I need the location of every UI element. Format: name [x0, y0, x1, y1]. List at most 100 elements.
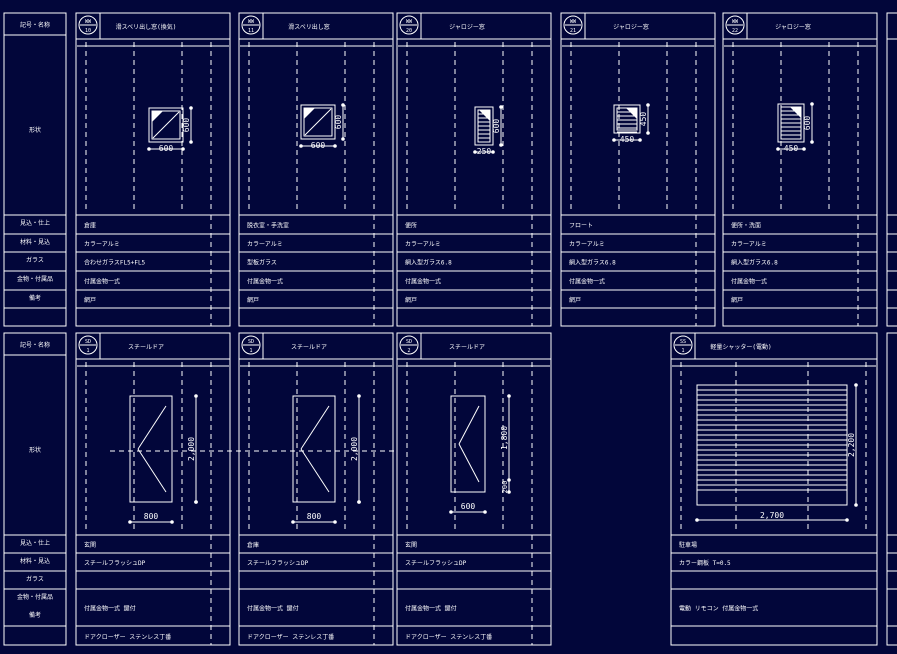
row-text: 付属金物一式	[84, 278, 120, 286]
row-text: ドアクローザー ステンレス丁番	[84, 634, 171, 641]
dim-dot	[181, 147, 185, 151]
dim-dot	[483, 510, 487, 514]
code-number: 1	[681, 348, 684, 354]
door-swing-line	[300, 448, 330, 493]
row-text: ドアクローザー ステンレス丁番	[247, 634, 334, 641]
opening-line	[304, 108, 332, 136]
panel-title: ジャロジー窓	[613, 23, 649, 31]
row-text: 倉庫	[84, 222, 96, 230]
code-label: SD	[406, 339, 412, 345]
dim-dot	[499, 143, 503, 147]
dim-dot	[854, 503, 858, 507]
row-text: 付属金物一式 鍵付	[247, 605, 299, 613]
dim-dot	[507, 478, 511, 482]
door-swing-line	[137, 448, 167, 493]
code-circle	[78, 335, 98, 355]
panel-title: 滑スベリ出し窓(換気)	[116, 23, 177, 31]
door-swing-line	[300, 405, 330, 450]
dim-dot	[507, 490, 511, 494]
row-text: 付属金物一式	[405, 278, 441, 286]
code-circle	[673, 335, 693, 355]
dim-height: 600	[334, 115, 343, 130]
code-number: 1	[249, 348, 252, 354]
row-text: 型板ガラス	[247, 259, 277, 267]
row-text: スチールフラッシュDP	[247, 560, 309, 567]
row-text: 便所	[405, 222, 417, 230]
code-circle	[399, 15, 419, 35]
schedule-panel	[670, 332, 878, 646]
label-row: ガラス	[26, 575, 44, 583]
row-text: スチールフラッシュDP	[84, 560, 146, 567]
label-row: 材料・見込	[20, 238, 50, 246]
row-text: カラーアルミ	[405, 241, 441, 248]
row-text: 付属金物一式 鍵付	[84, 605, 136, 613]
dim-dot	[333, 144, 337, 148]
window-frame	[148, 107, 184, 143]
dim-dot	[802, 147, 806, 151]
row-text: 玄関	[405, 541, 417, 549]
dim-dot	[333, 520, 337, 524]
row-text: カラーアルミ	[247, 241, 283, 248]
dim-dot	[291, 520, 295, 524]
schedule-panel	[75, 12, 231, 327]
code-label: WW	[248, 19, 255, 25]
dim-width: 2,700	[760, 511, 784, 520]
dim-dot	[299, 144, 303, 148]
code-label: WW	[732, 19, 739, 25]
row-text: 脱衣室・手洗室	[247, 222, 289, 230]
label-row: 金物・付属品	[17, 275, 53, 283]
glass-hatch	[790, 107, 801, 118]
row-text: 便所・洗面	[731, 222, 761, 230]
row-text: 網戸	[569, 296, 581, 304]
dim-width: 600	[159, 144, 174, 153]
label-name: 記号・名称	[20, 341, 50, 349]
schedule-panel	[396, 332, 552, 646]
dim-height: 600	[492, 119, 501, 134]
dim-dot	[845, 518, 849, 522]
dim-dot	[507, 394, 511, 398]
dim-dot	[357, 500, 361, 504]
row-text: 駐車場	[679, 541, 697, 549]
dim-width: 250	[477, 147, 492, 156]
panel-title: 滑スベリ出し窓	[288, 23, 330, 31]
label-shape: 形状	[29, 126, 41, 134]
dim-height: 2,200	[847, 433, 856, 457]
dim-dot	[646, 131, 650, 135]
panel-title: スチールドア	[291, 344, 327, 351]
window-frame	[777, 103, 805, 143]
dim-dot	[854, 383, 858, 387]
dim-dot	[810, 102, 814, 106]
code-label: WW	[570, 19, 577, 25]
row-text: カラーアルミ	[84, 241, 120, 248]
glass-hatch	[479, 110, 490, 121]
code-circle	[241, 335, 261, 355]
row-text: 付属金物一式 鍵付	[405, 605, 457, 613]
code-number: 21	[570, 28, 576, 34]
label-row: 材料・見込	[20, 557, 50, 565]
row-text: 付属金物一式	[569, 278, 605, 286]
dim-dot	[776, 147, 780, 151]
dim-dot	[638, 138, 642, 142]
label-name: 記号・名称	[20, 21, 50, 29]
window-frame	[474, 106, 494, 146]
dim-width: 800	[307, 512, 322, 521]
panel-title: 軽量シャッター(電動)	[710, 343, 771, 351]
row-text: 合わせガラスFL5+FL5	[84, 259, 146, 267]
schedule-panel	[238, 332, 394, 646]
door-frame	[292, 395, 336, 503]
dim-height: 2,000	[350, 437, 359, 461]
code-number: 2	[407, 348, 410, 354]
label-shape: 形状	[29, 446, 41, 454]
dim-width: 450	[620, 135, 635, 144]
dim-dot	[194, 500, 198, 504]
code-circle	[725, 15, 745, 35]
dim-height: 2,000	[187, 437, 196, 461]
window-sash	[303, 107, 333, 137]
glass-hatch	[304, 108, 315, 119]
glass-hatch	[626, 108, 637, 119]
row-text: 倉庫	[247, 541, 259, 549]
dim-height-sub: 200	[501, 481, 509, 494]
code-label: SD	[85, 339, 91, 345]
label-column	[3, 12, 67, 327]
